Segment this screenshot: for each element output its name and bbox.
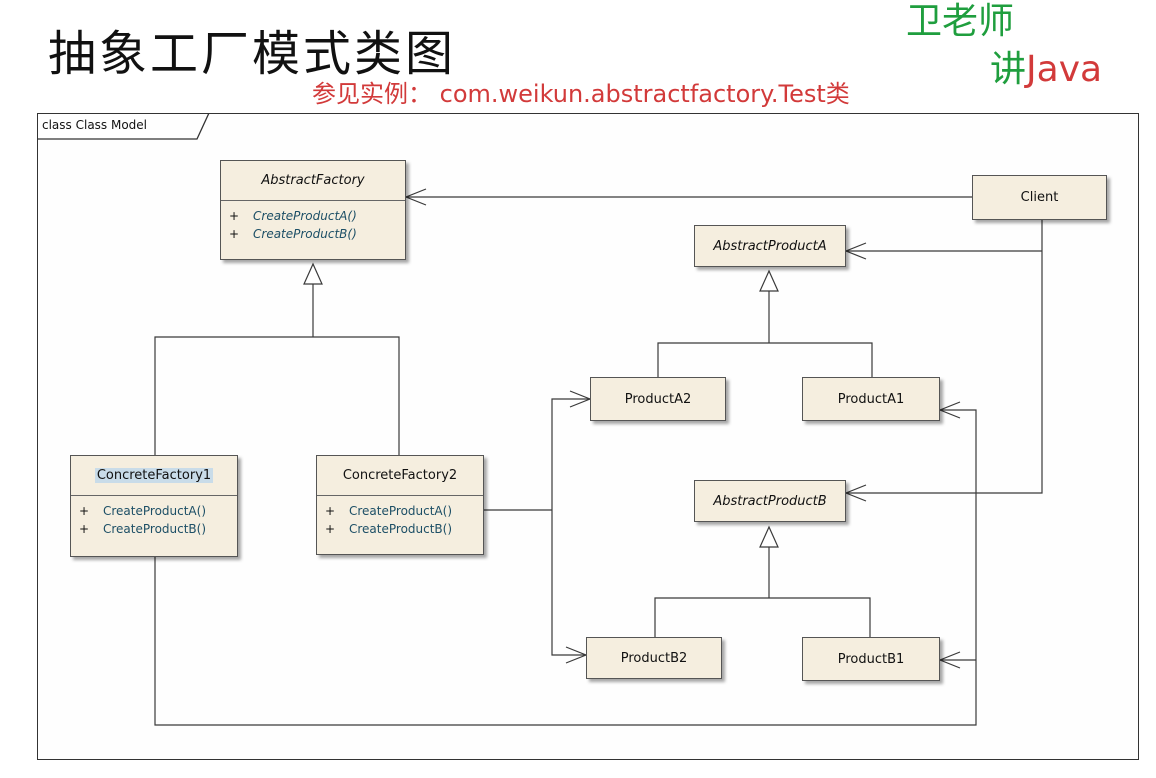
visibility-marker: + (229, 209, 240, 223)
class-name: ProductA2 (624, 391, 692, 407)
generalization-arrow-factory (303, 262, 323, 285)
generalization-arrow-productb (759, 525, 779, 548)
generalization-producta2 (657, 342, 769, 377)
class-name-wrap: ConcreteFactory1 (71, 456, 237, 496)
class-abstract-product-a[interactable]: AbstractProductA (694, 225, 846, 267)
class-abstract-factory[interactable]: AbstractFactory + CreateProductA() + Creat… (220, 160, 406, 260)
assoc-client-productb-head (844, 484, 867, 502)
brand-line1: 卫老师 (906, 1, 1015, 42)
operations: + CreateProductA() + CreateProductB() (221, 201, 405, 243)
class-concrete-factory1[interactable]: ConcreteFactory1 + CreateProductA() + Crea… (70, 455, 238, 557)
class-name: ProductB1 (837, 651, 905, 667)
class-concrete-factory2[interactable]: ConcreteFactory2 + CreateProductA() + Crea… (316, 455, 484, 555)
operation-name: CreateProductA() (349, 504, 453, 518)
operation-row: + CreateProductA() (325, 502, 483, 520)
class-name: AbstractFactory (221, 161, 405, 201)
brand-line2-zh: 讲 (990, 49, 1027, 90)
visibility-marker: + (79, 522, 90, 536)
operation-name: CreateProductB() (103, 522, 207, 536)
brand-line2: 讲Java (990, 40, 1102, 92)
class-product-b2[interactable]: ProductB2 (586, 637, 722, 679)
class-name: ProductB2 (620, 650, 688, 666)
class-abstract-product-b[interactable]: AbstractProductB (694, 480, 846, 522)
operation-name: CreateProductB() (349, 522, 453, 536)
class-name: ConcreteFactory1 (94, 468, 214, 483)
generalization-factory2 (313, 336, 400, 455)
generalization-producta1 (769, 342, 873, 377)
operation-row: + CreateProductB() (325, 520, 483, 538)
page-title: 抽象工厂模式类图 (48, 26, 457, 82)
class-product-a2[interactable]: ProductA2 (590, 377, 726, 421)
class-name: ConcreteFactory2 (317, 456, 483, 496)
operation-row: + CreateProductA() (79, 502, 237, 520)
class-name: Client (1020, 190, 1059, 205)
generalization-factory1 (154, 336, 313, 455)
operation-row: + CreateProductB() (79, 520, 237, 538)
class-product-b1[interactable]: ProductB1 (802, 637, 940, 681)
class-product-a1[interactable]: ProductA1 (802, 377, 940, 421)
class-client[interactable]: Client (972, 175, 1107, 220)
dependency-producta1-head (938, 401, 961, 419)
operation-name: CreateProductB() (253, 227, 357, 241)
generalization-productb2 (654, 597, 769, 637)
class-name: AbstractProductA (713, 238, 827, 254)
generalization-productb1 (769, 597, 871, 637)
operation-name: CreateProductA() (253, 209, 357, 223)
class-name: AbstractProductB (713, 493, 827, 509)
frame-label: class Class Model (42, 118, 148, 132)
generalization-arrow-producta (759, 269, 779, 292)
dependency-factory1 (154, 409, 977, 726)
assoc-client-factory-head (404, 188, 427, 206)
assoc-client-producta-head (844, 242, 867, 260)
operation-row: + CreateProductB() (229, 225, 405, 243)
assoc-client-products (846, 220, 1043, 494)
operation-row: + CreateProductA() (229, 207, 405, 225)
class-name: ProductA1 (837, 391, 905, 407)
operation-name: CreateProductA() (103, 504, 207, 518)
visibility-marker: + (325, 504, 336, 518)
brand-line2-en: Java (1026, 49, 1103, 90)
subtitle: 参见实例： com.weikun.abstractfactory.Test类 (312, 80, 850, 108)
frame-tab-shape (37, 113, 210, 140)
operations: + CreateProductA() + CreateProductB() (71, 496, 237, 538)
dependency-factory2-branch (551, 398, 590, 656)
visibility-marker: + (325, 522, 336, 536)
operations: + CreateProductA() + CreateProductB() (317, 496, 483, 538)
dependency-productb1-head (938, 651, 961, 669)
visibility-marker: + (229, 227, 240, 241)
visibility-marker: + (79, 504, 90, 518)
